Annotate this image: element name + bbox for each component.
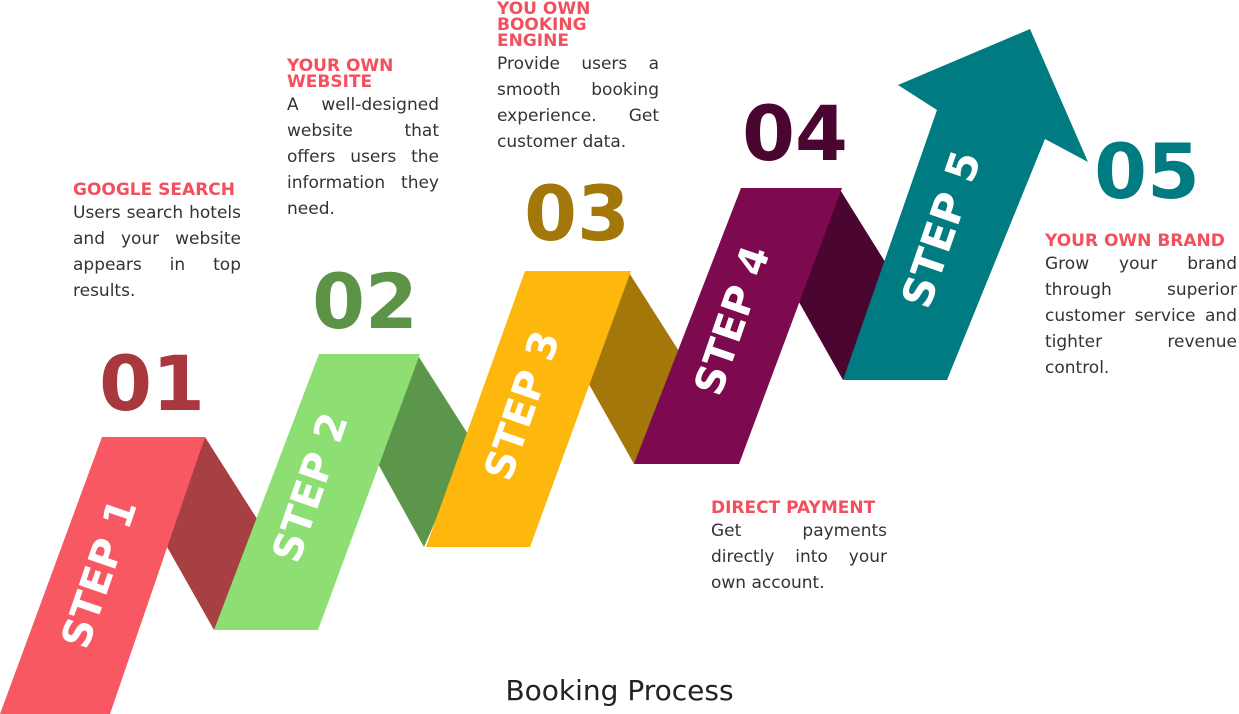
step-3-description: Provide users a smooth booking experienc… (497, 54, 659, 152)
step-1-heading: GOOGLE SEARCH (73, 180, 235, 200)
diagram-title: Booking Process (505, 674, 734, 707)
step-5-number: 05 (1094, 127, 1200, 216)
step-1-description: Users search hotels and your website app… (73, 203, 241, 301)
step-2-ribbon (214, 354, 420, 630)
step-2-heading: YOUR OWN WEBSITE (287, 56, 394, 92)
step-5-heading: YOUR OWN BRAND (1045, 231, 1225, 251)
step-5-text: YOUR OWN BRAND Grow your brand through s… (1045, 233, 1237, 381)
step-2-description: A well-designed website that offers user… (287, 95, 439, 219)
step-1-fold (166, 437, 259, 630)
step-4-ribbon (634, 188, 842, 464)
step-4-fold (795, 188, 892, 380)
step-5-description: Grow your brand through superior custome… (1045, 254, 1237, 378)
step-2-number: 02 (312, 257, 418, 346)
step-3-heading: YOU OWN BOOKING ENGINE (497, 0, 591, 51)
step-4-number: 04 (742, 89, 848, 178)
step-2-text: YOUR OWN WEBSITE A well-designed website… (287, 58, 439, 222)
step-1-text: GOOGLE SEARCH Users search hotels and yo… (73, 182, 241, 304)
step-4-heading: DIRECT PAYMENT (711, 498, 876, 518)
step-1-number: 01 (99, 339, 205, 428)
step-4-description: Get payments directly into your own acco… (711, 521, 887, 593)
step-3-number: 03 (524, 169, 630, 258)
step-5-arrow (843, 29, 1088, 380)
step-1-ribbon (0, 437, 205, 714)
step-3-ribbon (426, 271, 631, 547)
step-4-text: DIRECT PAYMENT Get payments directly int… (711, 500, 887, 596)
step-3-text: YOU OWN BOOKING ENGINE Provide users a s… (497, 1, 659, 155)
